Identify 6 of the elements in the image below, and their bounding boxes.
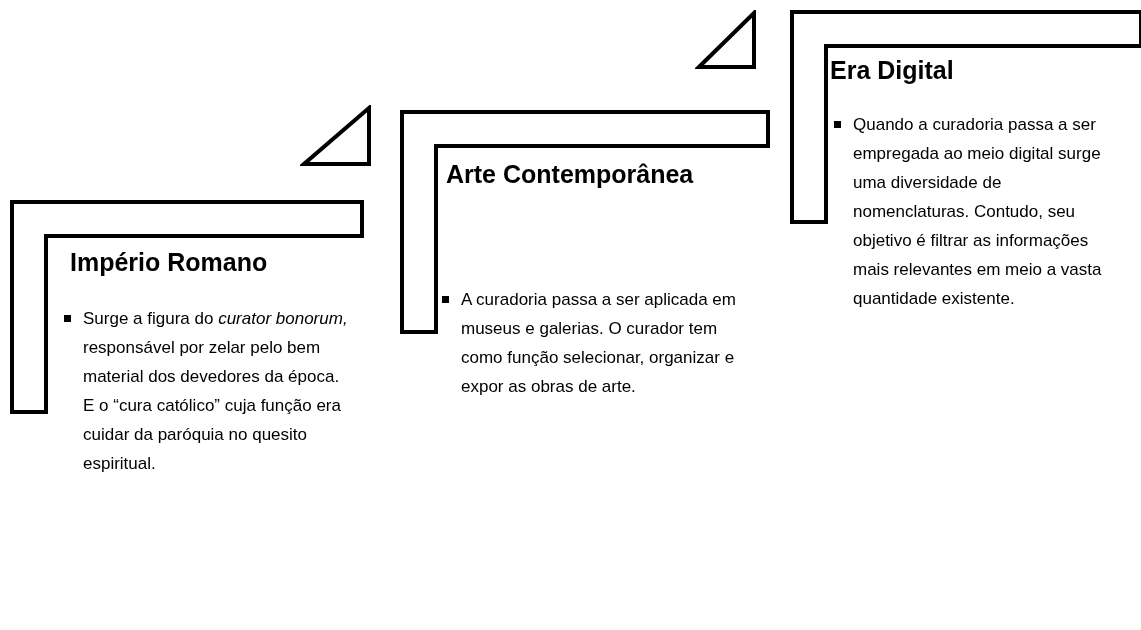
step-description: A curadoria passa a ser aplicada em museus e galerias. O curador tem como função selecionar, organizar e expor as obras de arte. (461, 289, 737, 398)
step-heading: Império Romano (70, 247, 268, 278)
step-heading: Era Digital (830, 55, 954, 86)
step-heading: Arte Contemporânea (446, 159, 694, 190)
step-description: Surge a figura do curator bonorum, responsável por zelar pelo bem material dos devedores da época. E o “cura católico” cuja função era cuidar da paróquia no quesito espiritual. (83, 308, 349, 475)
step-description: Quando a curadoria passa a ser empregada ao meio digital surge uma diversidade de nomenclaturas. Contudo, seu objetivo é filtrar as informações mais relevantes em meio a vasta quantidade existente. (853, 114, 1103, 310)
